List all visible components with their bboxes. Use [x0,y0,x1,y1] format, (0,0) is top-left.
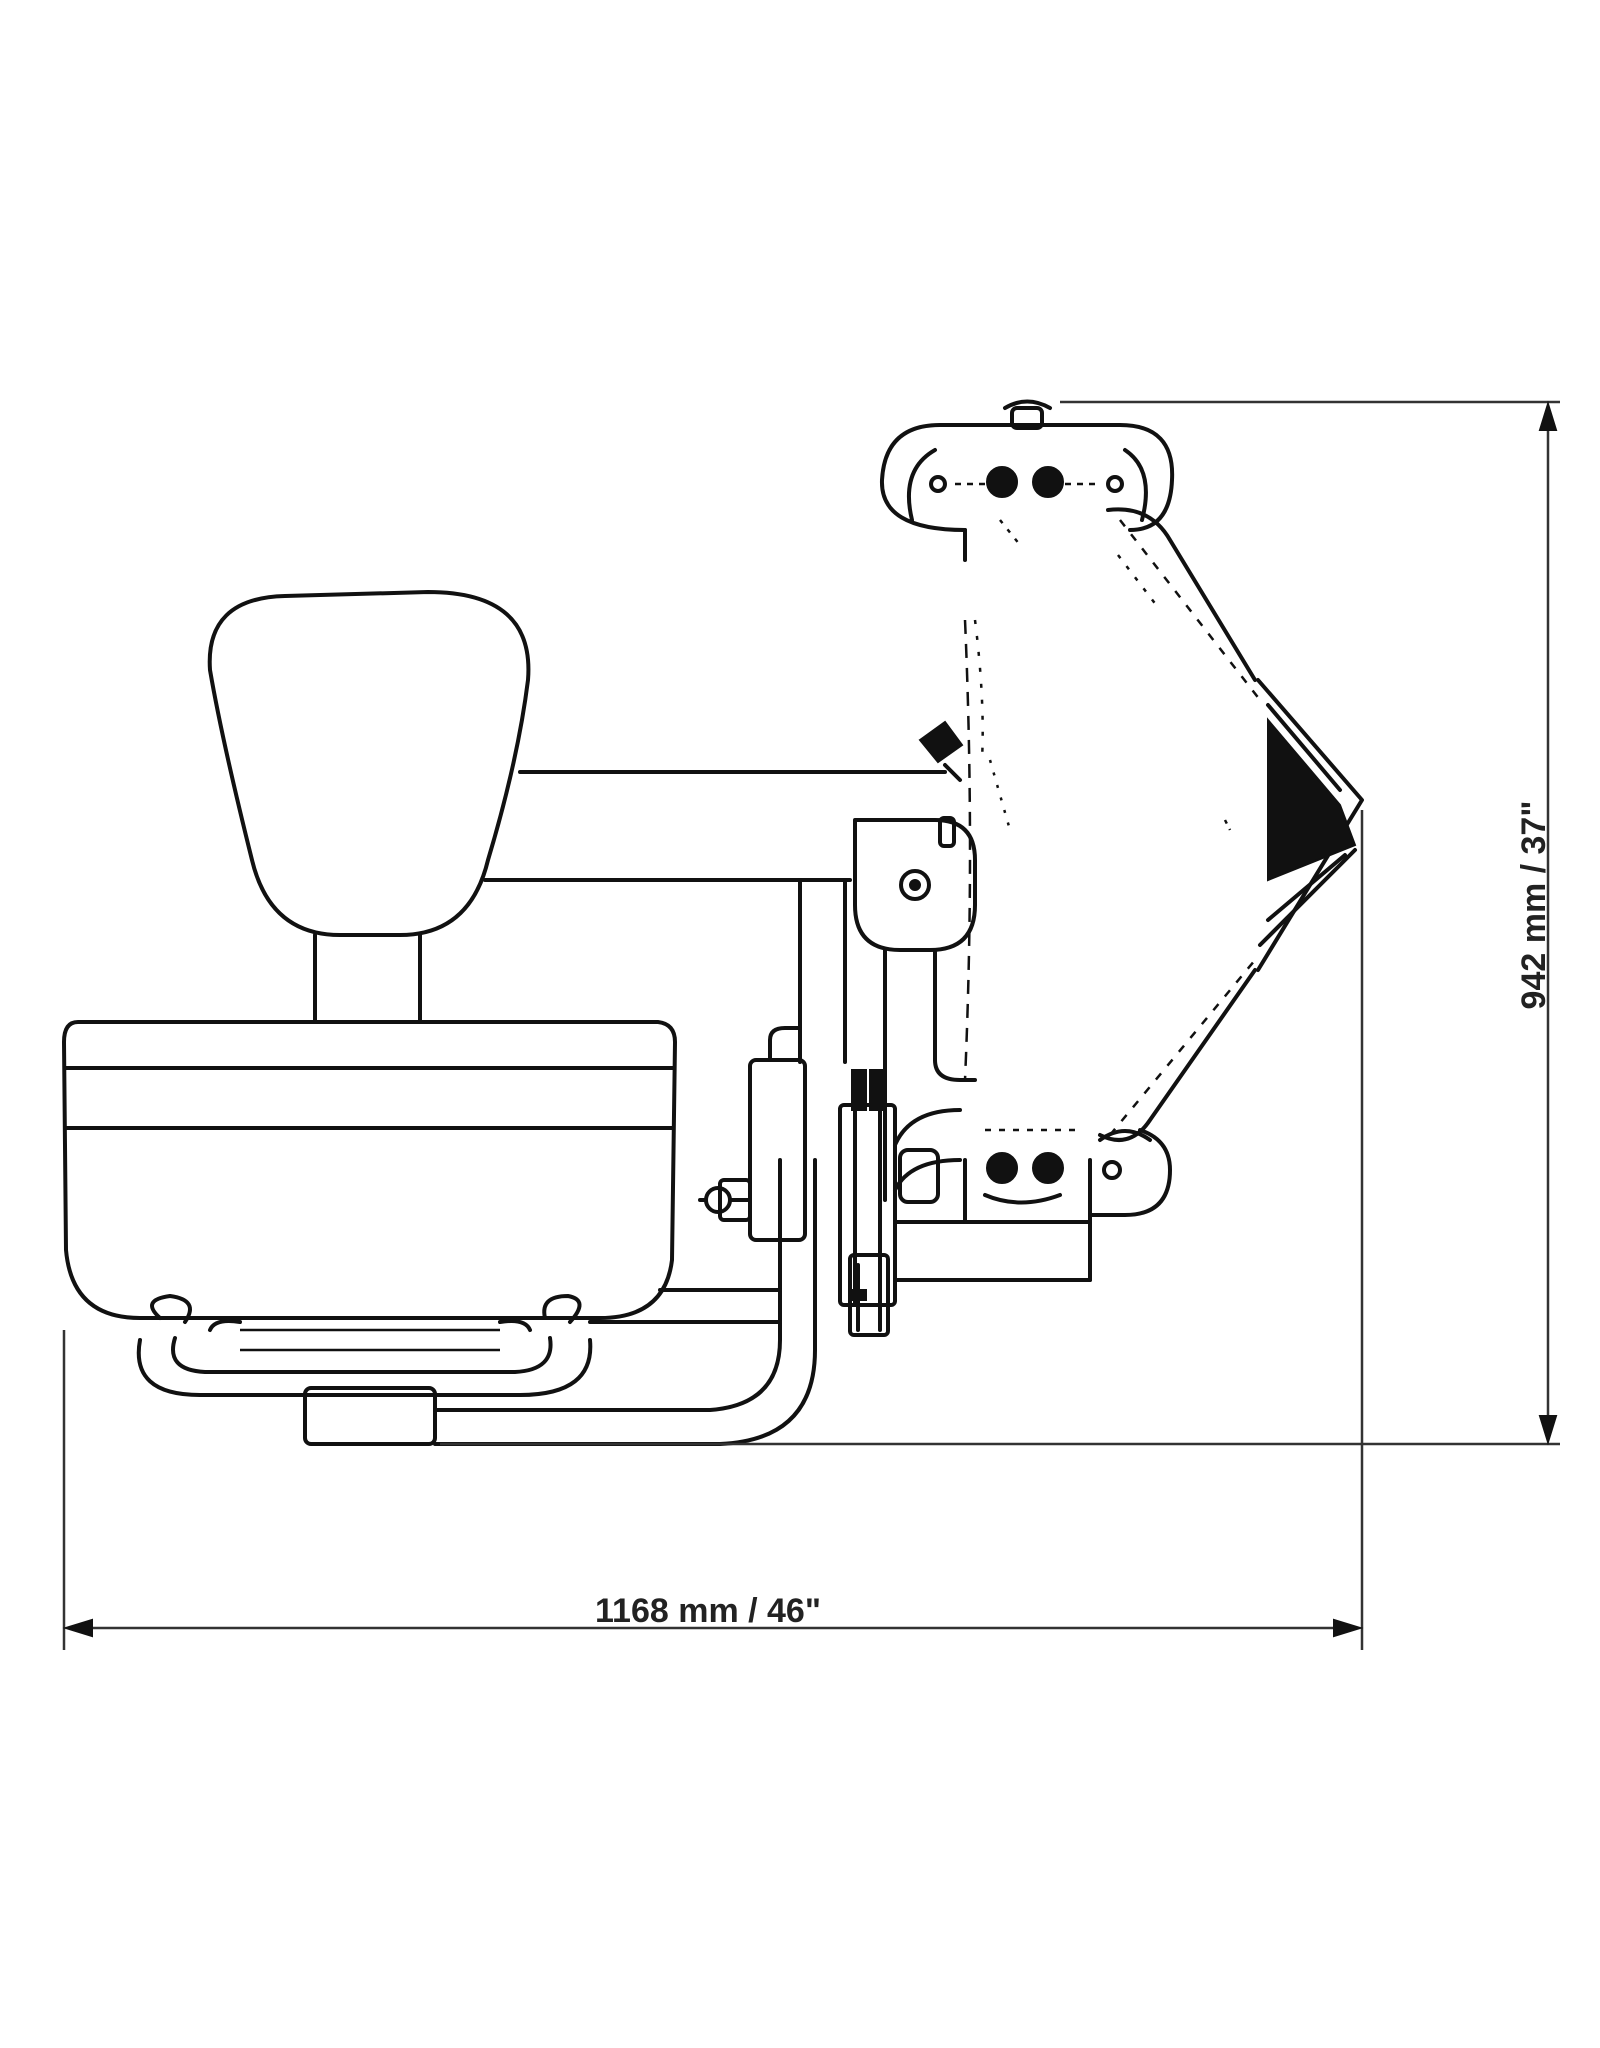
vertical-slider [838,1069,897,1337]
height-dimension-label: 942 mm / 37" [1515,801,1553,1010]
pivot-bracket [853,818,977,1202]
lower-frame-tube [303,1158,817,1446]
upper-arm-tube [483,770,947,1064]
carriage-clamp [698,1026,807,1242]
foot-pad-assembly [879,399,1364,1217]
lower-bracket [963,1158,1092,1224]
backrest-pad [207,590,531,937]
adjustment-knob-upper [918,720,964,848]
seat-swivel-base [136,1294,593,1397]
height-dimension [440,400,1560,1446]
width-dimension-label: 1168 mm / 46" [595,1592,821,1630]
seat-cushion [62,1020,677,1320]
foot-pad-rail [893,1108,1092,1282]
backrest-post [313,933,422,1024]
width-dimension [62,810,1364,1650]
